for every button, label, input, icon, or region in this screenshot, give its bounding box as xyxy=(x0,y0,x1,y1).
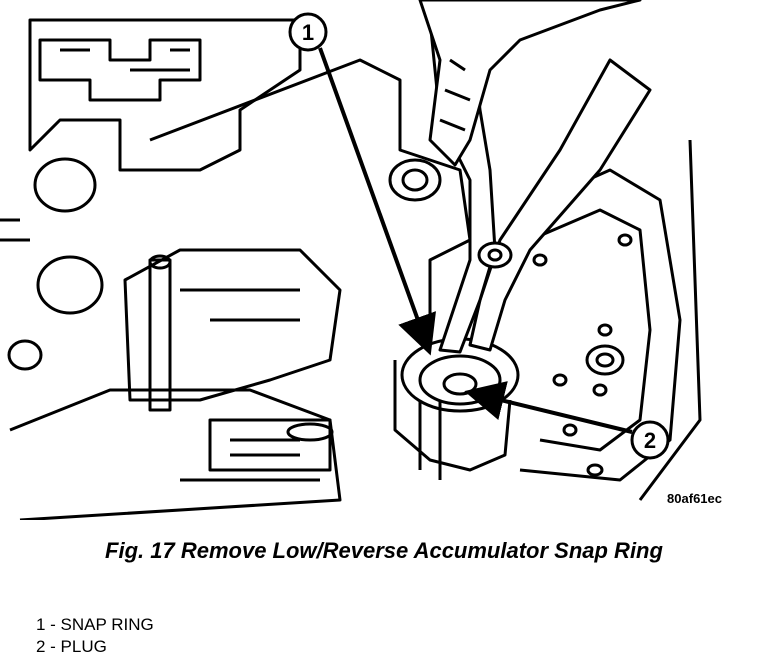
callout-1-number: 1 xyxy=(302,20,314,45)
callout-legend: 1 - SNAP RING 2 - PLUG xyxy=(36,614,154,658)
snap-ring-pliers xyxy=(418,0,652,354)
snap-ring-removal-illustration: 1 2 80af61ec xyxy=(0,0,722,520)
figure-caption: Fig. 17 Remove Low/Reverse Accumulator S… xyxy=(105,538,663,563)
legend-item-snap-ring: 1 - SNAP RING xyxy=(36,615,154,634)
image-code-label: 80af61ec xyxy=(667,491,722,506)
legend-item-plug: 2 - PLUG xyxy=(36,637,107,656)
callout-1-leader-arrow xyxy=(318,47,436,356)
callout-1-circle xyxy=(288,12,328,52)
callout-1-group: 1 xyxy=(288,12,436,356)
callout-2-number: 2 xyxy=(644,428,656,453)
callout-2-group: 2 xyxy=(464,381,670,460)
callout-2-leader-arrow xyxy=(464,381,633,434)
callout-2-circle xyxy=(630,420,670,460)
valve-body-linework xyxy=(0,18,702,520)
